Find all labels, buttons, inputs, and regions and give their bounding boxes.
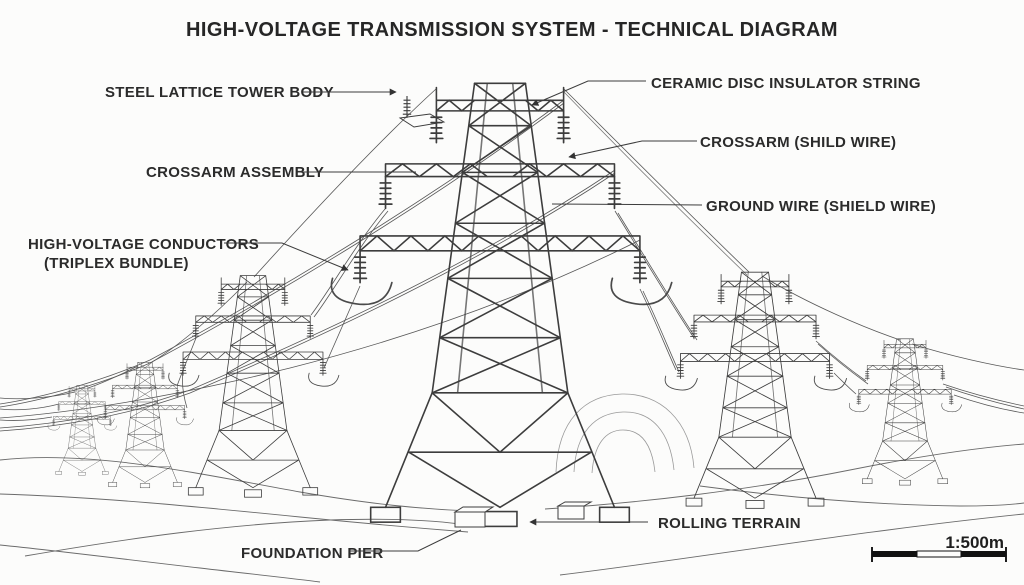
scale-segment-black-2: [961, 551, 1006, 557]
annotations: HIGH-VOLTAGE TRANSMISSION SYSTEM - TECHN…: [28, 19, 936, 562]
scale-text: 1:500m: [945, 533, 1004, 552]
label-foundation-pier: FOUNDATION PIER: [241, 545, 384, 562]
label-ceramic-disc-insulator-string: CERAMIC DISC INSULATOR STRING: [651, 75, 921, 92]
leader-ground-wire: [551, 203, 703, 206]
leader-foundation-pier: [350, 529, 462, 552]
label-crossarm-shield-wire: CROSSARM (SHILD WIRE): [700, 134, 896, 151]
tower-central-main: [331, 83, 671, 526]
label-ground-wire-shield-wire: GROUND WIRE (SHIELD WIRE): [706, 198, 936, 215]
label-crossarm-assembly: CROSSARM ASSEMBLY: [146, 164, 324, 181]
label-hv-conductors-line1: HIGH-VOLTAGE CONDUCTORS: [28, 236, 259, 253]
foundation-piers: [453, 501, 593, 528]
terrain-lines: [0, 443, 1024, 583]
label-hv-conductors-line2: (TRIPLEX BUNDLE): [44, 255, 189, 272]
leader-ceramic-insulator: [531, 80, 646, 106]
scale-bar: 1:500m: [871, 533, 1007, 562]
leader-hv-conductors: [224, 242, 349, 271]
label-rolling-terrain: ROLLING TERRAIN: [658, 515, 801, 532]
triplex-bundle-right: [614, 210, 1024, 414]
hill-contour-lines: [555, 393, 695, 474]
leader-crossarm-shield: [568, 140, 697, 160]
diagram-title: HIGH-VOLTAGE TRANSMISSION SYSTEM - TECHN…: [186, 19, 838, 41]
scale-segment-black-1: [872, 551, 917, 557]
scale-segment-white: [916, 550, 962, 558]
label-steel-lattice-tower-body: STEEL LATTICE TOWER BODY: [105, 84, 334, 101]
